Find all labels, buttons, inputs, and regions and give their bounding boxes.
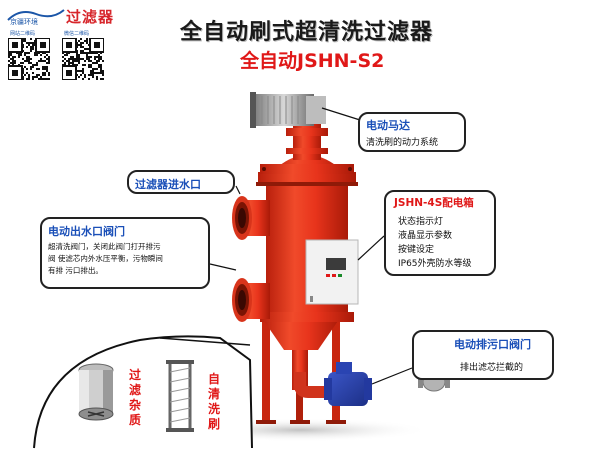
drain-valve-callout: 电动排污口阀门 排出滤芯拦截的 [412, 330, 554, 380]
outlet-valve-callout-title: 电动出水口阀门 [48, 225, 125, 238]
svg-text:京疆环境: 京疆环境 [10, 17, 38, 26]
motor-callout-title: 电动马达 [366, 119, 410, 132]
outlet-valve-callout-desc: 超清洗阀门，关闭此阀门打开排污阀 使滤芯内外水压平衡，污物瞬间有排 污口排出。 [48, 242, 163, 275]
inlet-callout: 过滤器进水口 [127, 170, 235, 194]
website-qr-code[interactable] [7, 37, 51, 81]
support-leg [262, 318, 270, 422]
control-box-item: 状态指示灯 [398, 217, 444, 227]
control-box [305, 239, 359, 305]
filter-element-label: 过 滤 杂 质 [128, 368, 141, 427]
control-box-callout-title: JSHN-4S配电箱 [394, 197, 474, 209]
inlet-callout-title: 过滤器进水口 [135, 178, 201, 191]
cleaning-brush [166, 360, 194, 432]
control-box-callout: JSHN-4S配电箱 状态指示灯 液晶显示参数 按键设定 IP65外壳防水等级 [384, 190, 496, 276]
qr-right-caption: 微信二维码 [64, 31, 90, 37]
logo-text: 过滤器 [66, 8, 115, 26]
brand-logo: 京疆环境 [6, 4, 66, 26]
filter-element [78, 363, 114, 421]
control-box-item: IP65外壳防水等级 [398, 259, 472, 269]
drain-valve-body [324, 362, 372, 406]
wechat-qr-code[interactable] [61, 37, 105, 81]
motor-callout-desc: 清洗刷的动力系统 [366, 138, 439, 148]
drain-valve-callout-title: 电动排污口阀门 [454, 338, 531, 351]
qr-left-caption: 网站二维码 [10, 31, 36, 37]
control-box-item: 液晶显示参数 [398, 231, 453, 241]
page-title: 全自动刷式超清洗过滤器 [180, 20, 434, 45]
inlet-pipe [232, 196, 270, 240]
electric-motor [250, 92, 326, 128]
outlet-pipe [232, 278, 270, 322]
motor-callout: 电动马达 清洗刷的动力系统 [358, 112, 466, 152]
drain-valve-callout-desc: 排出滤芯拦截的 [460, 363, 524, 373]
control-box-item: 按键设定 [398, 245, 435, 255]
outlet-valve-callout: 电动出水口阀门 超清洗阀门，关闭此阀门打开排污阀 使滤芯内外水压平衡，污物瞬间有… [40, 217, 210, 289]
cleaning-brush-label: 自 清 洗 刷 [207, 372, 220, 431]
page-subtitle: 全自动JSHN-S2 [240, 50, 385, 72]
